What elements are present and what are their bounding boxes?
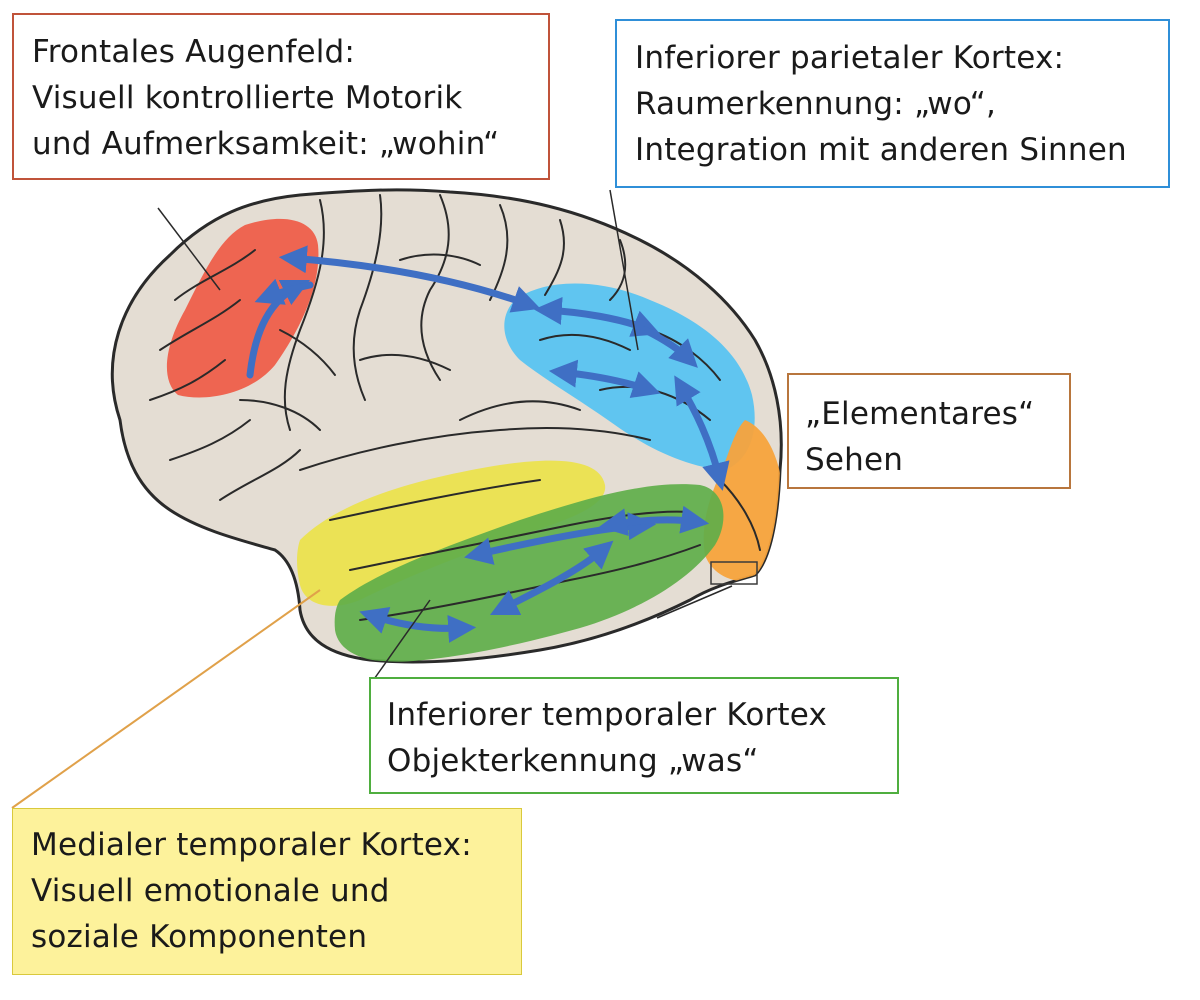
leader-lines	[11, 189, 733, 809]
label-medial-temporal-cortex: Medialer temporaler Kortex: Visuell emot…	[12, 808, 522, 975]
arrow-occipital-up	[674, 375, 730, 491]
frontal-line-2: Visuell kontrollierte Motorik	[32, 80, 463, 116]
visual-line-2: Sehen	[805, 442, 904, 478]
frontal-line-1: Frontales Augenfeld:	[32, 34, 356, 70]
label-inferior-parietal-cortex: Inferiorer parietaler Kortex: Raumerkenn…	[615, 19, 1170, 188]
label-inferior-temporal-cortex: Inferiorer temporaler Kortex Objekterken…	[369, 677, 899, 794]
leader-parietal	[609, 189, 639, 351]
inferior-line-1: Inferiorer temporaler Kortex	[387, 697, 828, 733]
label-elementary-vision: „Elementares“ Sehen	[787, 373, 1071, 489]
parietal-line-2: Raumerkennung: „wo“,	[635, 86, 997, 122]
leader-frontal	[157, 207, 221, 291]
leader-inferior	[371, 599, 431, 683]
region-medial-temporal	[297, 460, 606, 606]
arrow-ventral-2	[598, 505, 710, 537]
medial-line-3: soziale Komponenten	[31, 919, 368, 955]
medial-line-2: Visuell emotionale und	[31, 873, 390, 909]
inferior-line-2: Objekterkennung „was“	[387, 743, 759, 779]
occipital-marker	[710, 561, 758, 585]
arrow-frontal-short	[254, 278, 314, 305]
parietal-line-1: Inferiorer parietaler Kortex:	[635, 40, 1065, 76]
label-frontal-eye-field: Frontales Augenfeld: Visuell kontrollier…	[12, 13, 550, 180]
arrow-ventral-3	[489, 540, 614, 616]
arrow-ventral-4	[359, 607, 477, 643]
region-occipital	[703, 420, 782, 582]
leader-medial	[11, 589, 321, 809]
arrow-parietal-2	[548, 359, 661, 398]
parietal-line-3: Integration mit anderen Sinnen	[635, 132, 1127, 168]
medial-line-1: Medialer temporaler Kortex:	[31, 827, 472, 863]
arrow-parietal-1	[533, 296, 661, 337]
arrow-dorsal-top	[278, 245, 541, 313]
leader-visual	[656, 585, 733, 619]
frontal-line-3: und Aufmerksamkeit: „wohin“	[32, 126, 500, 162]
arrow-parietal-3	[641, 326, 698, 368]
pathway-arrows	[246, 245, 730, 643]
visual-line-1: „Elementares“	[805, 396, 1035, 432]
